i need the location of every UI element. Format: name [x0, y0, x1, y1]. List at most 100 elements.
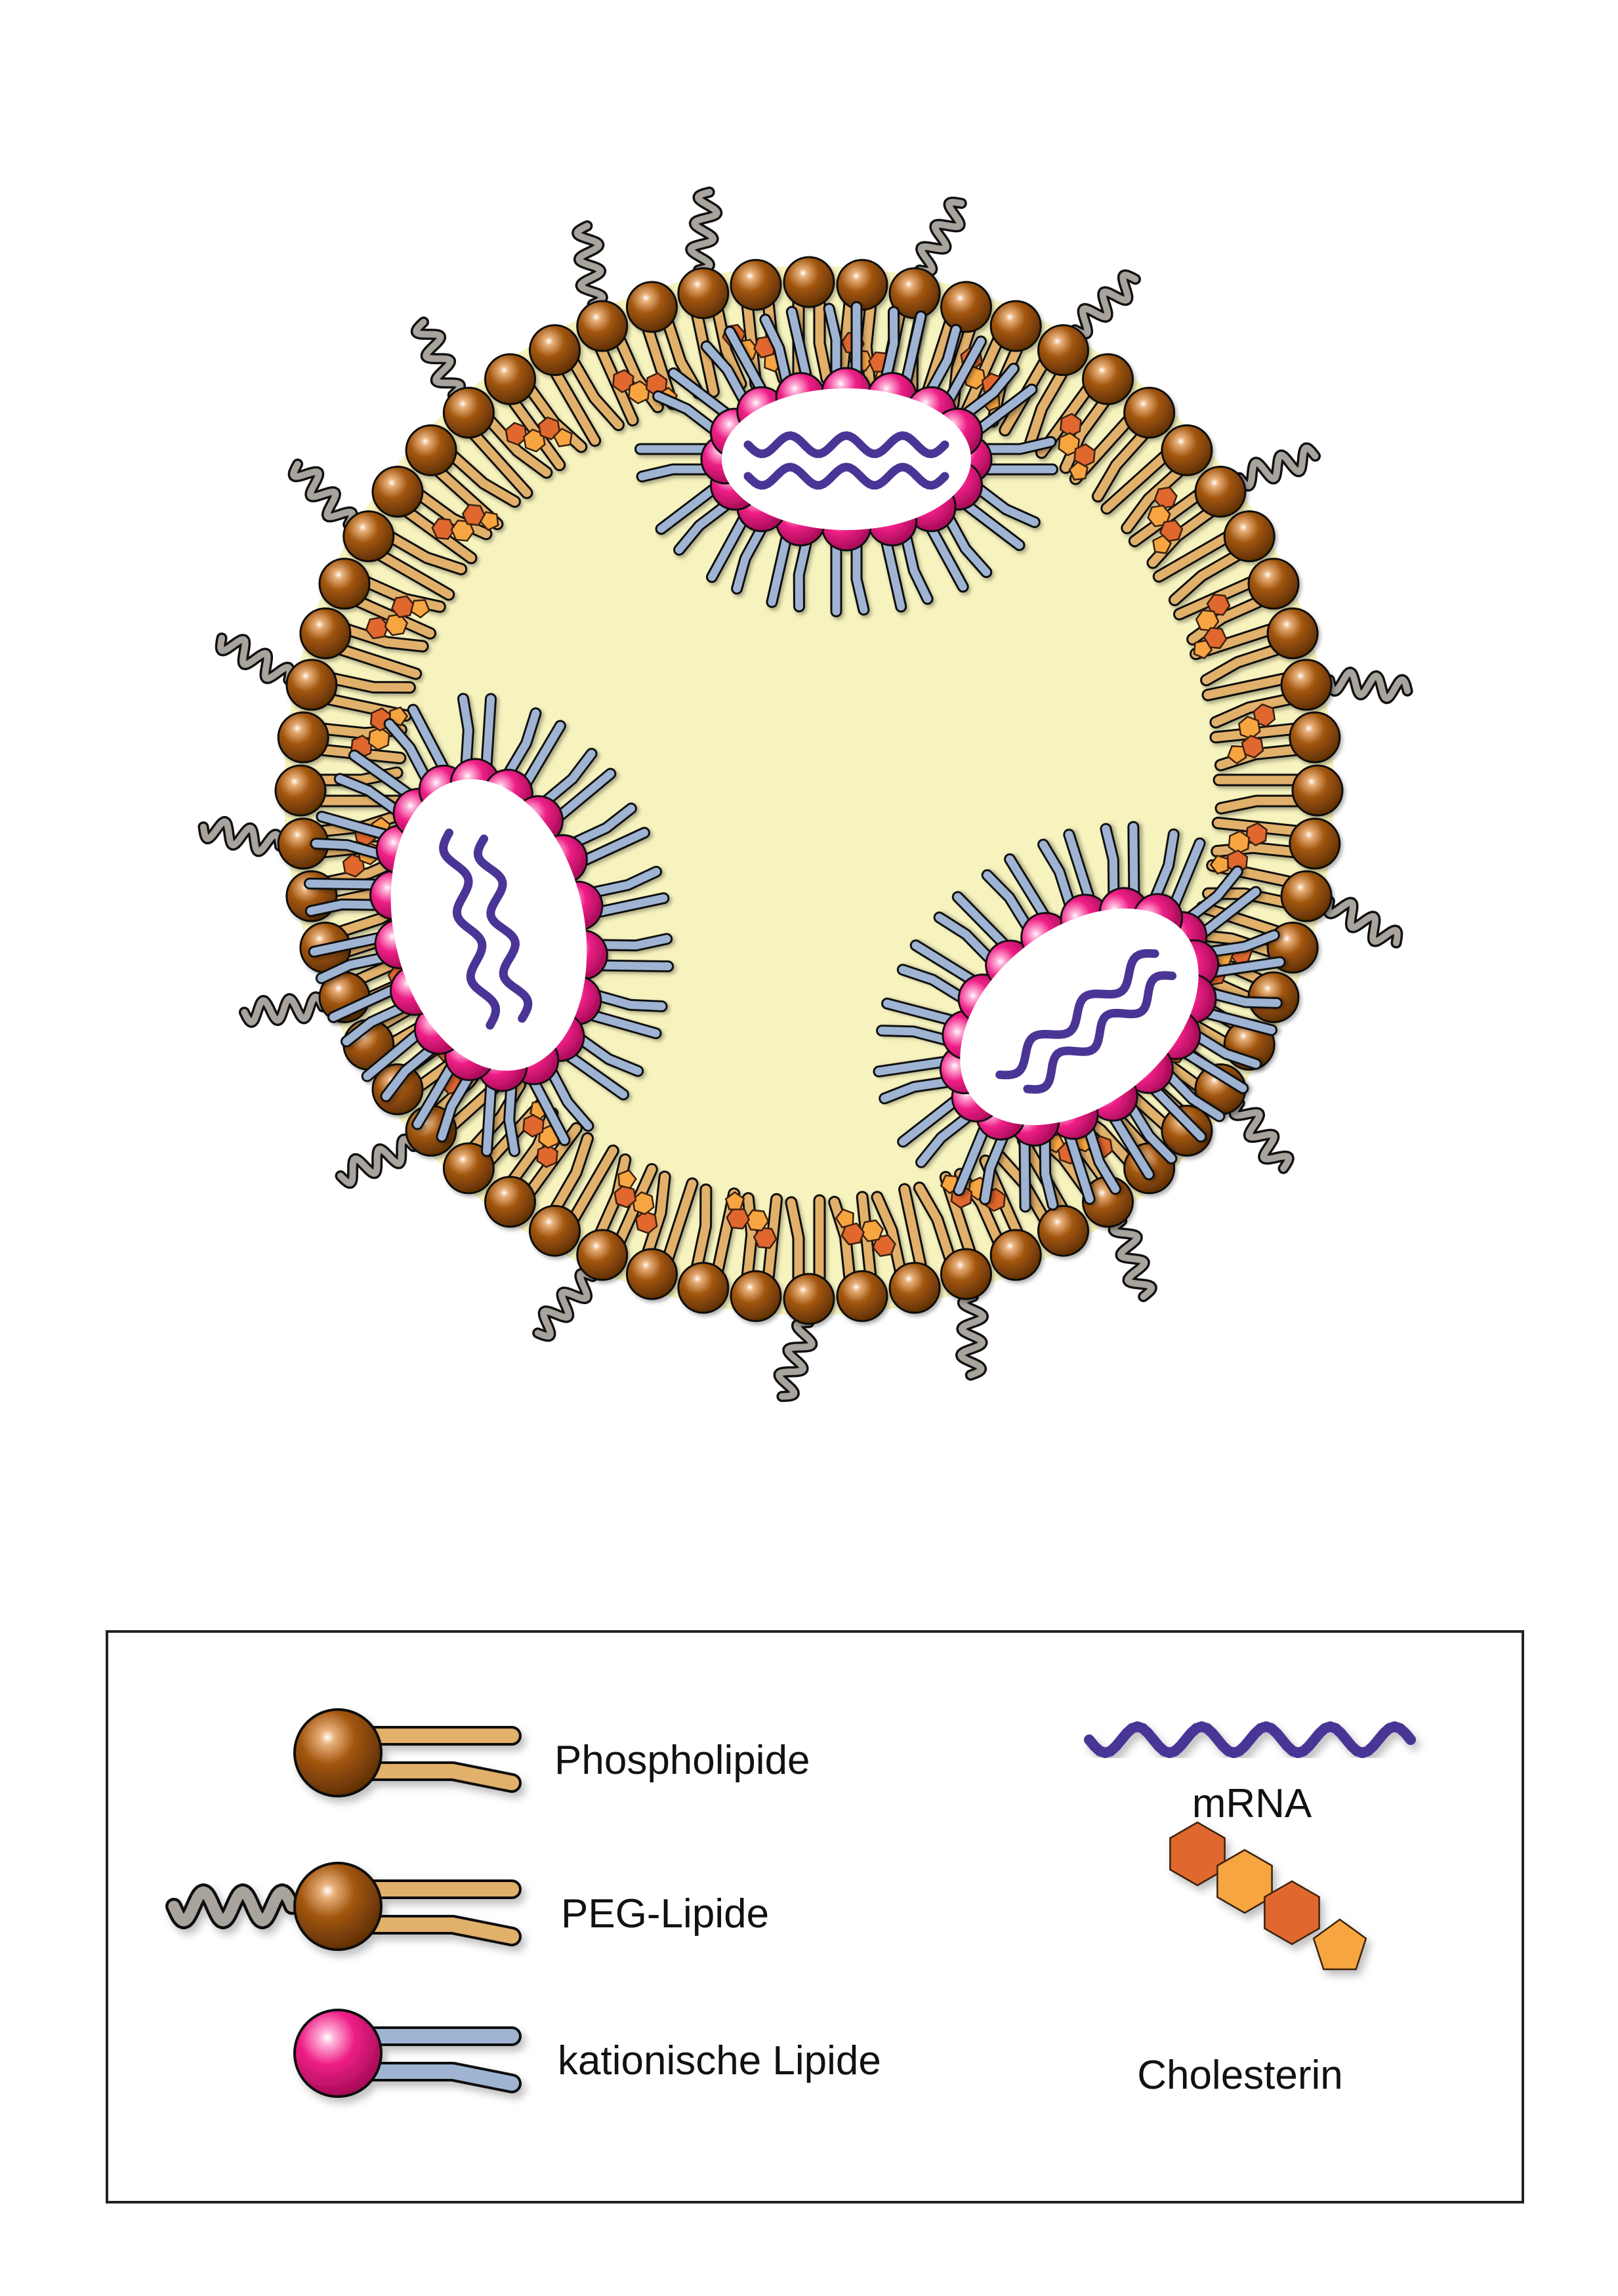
- cholesterol-ring: [635, 1210, 658, 1235]
- mrna-micelle: [873, 821, 1286, 1213]
- cholesterol-ring: [536, 1143, 558, 1168]
- cholesterol-ring: [1153, 486, 1178, 510]
- phospholipid: [576, 1153, 658, 1281]
- mrna-strand: [473, 834, 533, 1023]
- cholesterol-icon: [1169, 1821, 1367, 1971]
- cholesterol-ring: [1241, 735, 1264, 759]
- cholesterol-ring: [342, 853, 365, 878]
- cholesterol-molecule: [1193, 594, 1231, 660]
- peg-chain: [957, 1293, 987, 1379]
- mrna-icon: [1084, 1721, 1416, 1759]
- cationic-lipid: [1009, 1096, 1060, 1213]
- legend-peg-lipid: [165, 1862, 522, 1951]
- peg-chain: [241, 993, 327, 1026]
- peg-chains-layer: [197, 186, 1413, 1403]
- phospholipid: [1211, 817, 1341, 870]
- cholesterol-ring: [835, 1208, 854, 1229]
- cholesterol-ring: [753, 1227, 778, 1249]
- phospholipid-icon: [293, 1708, 522, 1797]
- phospholipid: [576, 300, 664, 426]
- phospholipid: [371, 466, 493, 564]
- mrna-label: mRNA: [1192, 1781, 1312, 1826]
- cholesterol-label: Cholesterin: [1137, 2053, 1343, 2098]
- cholesterol-ring: [613, 1184, 637, 1209]
- peg-chain: [776, 1319, 816, 1400]
- cholesterol-molecule: [1147, 486, 1184, 554]
- peg-chain: [916, 199, 965, 275]
- peg-chain: [1236, 444, 1319, 489]
- cholesterol-ring: [1264, 1880, 1320, 1946]
- phospholipid: [342, 510, 468, 601]
- mrna-strand: [743, 462, 949, 490]
- mrna-lipid-micelles: [303, 301, 1286, 1213]
- peg-chain: [200, 818, 283, 855]
- peg-chain: [290, 461, 356, 528]
- cholesterol-molecule: [612, 369, 678, 407]
- cholesterol-ring: [1159, 519, 1184, 543]
- cholesterol-molecule: [431, 504, 499, 542]
- mrna-strand: [743, 431, 949, 459]
- lipid-nanoparticle: [197, 186, 1413, 1403]
- phospholipid: [1035, 353, 1134, 474]
- cholesterol-ring: [1245, 822, 1268, 847]
- peg-chain: [1325, 897, 1401, 947]
- cholesterol-ring: [431, 518, 456, 540]
- cholesterol-ring: [390, 595, 415, 619]
- cholesterol-molecule: [724, 1191, 778, 1249]
- cationic-lipid: [867, 306, 927, 423]
- mrna-strand: [1023, 971, 1177, 1094]
- mrna-strand: [995, 949, 1159, 1080]
- cholesterol-ring: [461, 504, 486, 526]
- peg-chain: [413, 319, 464, 399]
- phospholipid: [871, 1183, 941, 1314]
- cholesterol-ring: [1312, 1918, 1367, 1971]
- cholesterol-molecule: [1209, 822, 1268, 875]
- cholesterol-ring: [872, 1234, 896, 1258]
- cholesterol-ring: [1152, 534, 1172, 554]
- micelle-core: [722, 388, 971, 530]
- cholesterol-ring: [840, 1222, 865, 1246]
- cholesterol-ring: [365, 617, 389, 640]
- phospholipid: [529, 1132, 619, 1257]
- cholesterol-ring: [726, 1207, 751, 1230]
- cholesterol-ring: [505, 422, 528, 446]
- cationic-lipid-icon: [293, 2009, 522, 2098]
- cationic-lipid-label: kationische Lipide: [558, 2038, 881, 2083]
- peg-chain: [1110, 1218, 1155, 1300]
- cholesterol-molecule: [613, 1169, 658, 1235]
- phospholipid: [299, 607, 429, 680]
- cholesterol-ring: [1206, 594, 1231, 616]
- peg-lipid-icon: [165, 1862, 522, 1951]
- phospholipid: [1201, 659, 1333, 729]
- legend-phospholipid: [293, 1708, 522, 1797]
- peg-chain: [534, 1270, 596, 1340]
- phospholipid: [529, 324, 625, 447]
- cholesterol-ring: [522, 1113, 545, 1138]
- peg-chain: [1326, 668, 1411, 702]
- phospholipid: [442, 386, 553, 499]
- cholesterol-ring: [1193, 639, 1213, 660]
- peg-chain: [217, 634, 293, 684]
- peg-chain: [573, 222, 606, 308]
- cholesterol-ring: [1169, 1821, 1226, 1887]
- legend: Phospholipide PEG-Lipide: [106, 1630, 1524, 2204]
- cholesterol-ring: [612, 369, 634, 394]
- cationic-lipid: [1037, 829, 1111, 945]
- legend-mrna: [1084, 1721, 1416, 1759]
- cholesterol-ring: [1227, 745, 1247, 765]
- cholesterol-molecule: [1227, 703, 1276, 765]
- cholesterol-ring: [537, 416, 561, 441]
- phospholipid: [1213, 764, 1344, 817]
- peg-chain: [337, 1136, 417, 1187]
- mrna-micelle: [303, 693, 674, 1157]
- cholesterol-ring: [1253, 703, 1276, 728]
- cholesterol-ring: [617, 1169, 637, 1189]
- cholesterol-molecule: [365, 595, 430, 640]
- peg-lipid-label: PEG-Lipide: [561, 1891, 769, 1937]
- legend-cationic-lipid: [293, 2009, 522, 2098]
- peg-chain: [1071, 272, 1139, 338]
- cholesterol-ring: [1216, 1849, 1273, 1914]
- cholesterol-molecule: [835, 1208, 896, 1258]
- cationic-lipid: [867, 495, 934, 613]
